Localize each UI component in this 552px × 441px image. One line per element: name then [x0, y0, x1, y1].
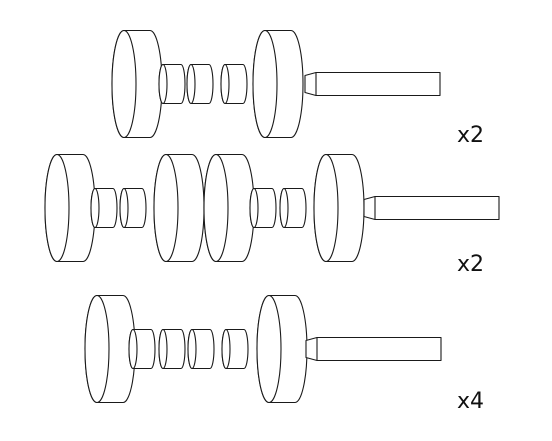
assembly-1-spacer-2-face	[186, 63, 196, 105]
assembly-3-axle-outline	[305, 336, 442, 362]
assembly-2-spacer-2-face	[119, 187, 129, 229]
assembly-2-spacer-1	[90, 187, 118, 229]
assembly-2-spacer-4	[279, 187, 307, 229]
assembly-1-spacer-1	[158, 63, 186, 105]
assembly-1-spacer-3	[220, 63, 248, 105]
assembly-3-wheel-right	[256, 294, 308, 404]
assembly-3-spacer-2-face	[158, 328, 168, 370]
assembly-1-axle-outline	[304, 71, 441, 97]
assembly-3-spacer-4	[221, 328, 249, 370]
quantity-label-assembly-3: x4	[457, 389, 485, 414]
assembly-2-axle-outline	[363, 195, 500, 221]
assembly-3-spacer-2	[158, 328, 186, 370]
assembly-3-wheel-left-face	[84, 294, 110, 404]
assembly-1-wheel-right	[252, 29, 304, 139]
assembly-1-spacer-1-face	[158, 63, 168, 105]
assembly-3-spacer-1	[128, 328, 156, 370]
assembly-2-spacer-3	[249, 187, 277, 229]
assembly-1-axle	[304, 71, 441, 97]
assembly-1-wheel-left	[111, 29, 163, 139]
assembly-3-wheel-right-face	[256, 294, 282, 404]
assembly-3-spacer-3-face	[187, 328, 197, 370]
assembly-2-wheel-1-face	[44, 153, 70, 263]
assembly-2-wheel-3-face	[203, 153, 229, 263]
assembly-2-wheel-1	[44, 153, 96, 263]
assembly-1-spacer-2	[186, 63, 214, 105]
assembly-1-spacer-3-face	[220, 63, 230, 105]
assembly-2-wheel-2-face	[153, 153, 179, 263]
assembly-1-wheel-right-face	[252, 29, 278, 139]
assembly-2-spacer-3-face	[249, 187, 259, 229]
assembly-2-wheel-2	[153, 153, 205, 263]
assembly-2-wheel-4-face	[313, 153, 339, 263]
assembly-3-wheel-left	[84, 294, 136, 404]
assembly-3-spacer-3	[187, 328, 215, 370]
quantity-label-assembly-1: x2	[457, 123, 485, 148]
assembly-1-wheel-left-face	[111, 29, 137, 139]
assembly-3-spacer-1-face	[128, 328, 138, 370]
assembly-2-spacer-4-face	[279, 187, 289, 229]
assembly-2-axle	[363, 195, 500, 221]
assembly-2-wheel-3	[203, 153, 255, 263]
assembly-2-wheel-4	[313, 153, 365, 263]
assembly-2-spacer-1-face	[90, 187, 100, 229]
assembly-2-spacer-2	[119, 187, 147, 229]
assembly-3-spacer-4-face	[221, 328, 231, 370]
assembly-3-axle	[305, 336, 442, 362]
quantity-label-assembly-2: x2	[457, 252, 485, 277]
